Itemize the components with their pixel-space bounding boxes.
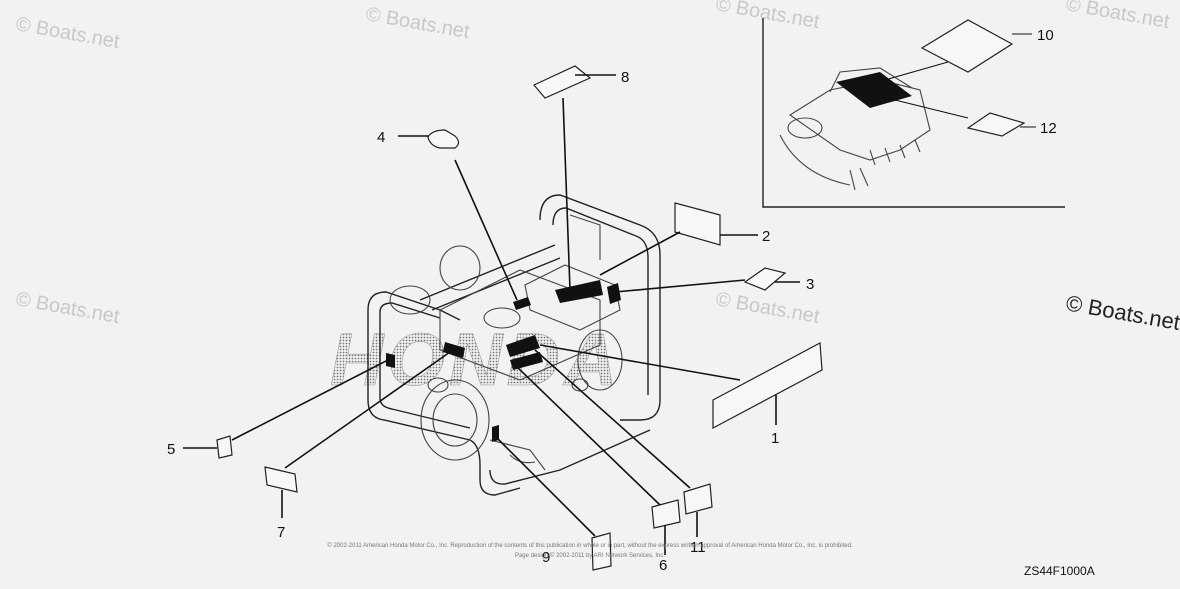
callout-12: 12 <box>1040 120 1057 137</box>
inset-fuel-cap <box>787 117 823 139</box>
copyright-line-2: Page design © 2002-2011 by ARI Network S… <box>515 552 665 559</box>
label-on-pump <box>510 352 543 370</box>
air-cleaner <box>439 245 481 291</box>
front-frame-inner <box>379 302 441 319</box>
callout-numbers: 8 4 2 3 1 5 7 9 6 11 10 12 <box>167 27 1057 574</box>
leader-3 <box>614 279 800 293</box>
leader-2 <box>599 231 758 276</box>
leader-12 <box>894 99 1036 128</box>
front-frame-left <box>367 310 471 441</box>
decal-2 <box>674 202 721 246</box>
muffler <box>389 285 431 315</box>
leader-5 <box>183 359 389 449</box>
fuel-tank <box>524 264 621 331</box>
decal-8 <box>533 65 592 99</box>
engine-fuel-cap <box>483 307 521 329</box>
label-on-pump <box>386 353 395 368</box>
leader-8 <box>562 74 616 291</box>
label-on-pump <box>506 335 540 357</box>
callout-2: 2 <box>762 228 770 245</box>
pump-housing <box>420 379 490 461</box>
base-rail <box>489 429 651 485</box>
watermark: © Boats.net <box>1064 0 1171 33</box>
diagram-code: ZS44F1000A <box>1024 564 1095 578</box>
rear-frame <box>539 194 661 421</box>
front-frame-bottom <box>469 439 521 496</box>
label-on-pump <box>607 283 621 304</box>
leader-lines <box>183 33 1036 555</box>
callout-5: 5 <box>167 441 175 458</box>
inset-lower-fins <box>849 167 869 191</box>
pump-impeller-cover <box>432 393 478 447</box>
leader-4 <box>398 135 518 301</box>
pump-outlet <box>427 377 449 393</box>
callout-11: 11 <box>690 539 706 556</box>
callout-9: 9 <box>542 549 550 566</box>
watermark: © Boats.net <box>714 288 821 328</box>
decal-7 <box>264 466 298 493</box>
label-on-pump <box>513 297 531 310</box>
decal-4 <box>427 129 460 149</box>
inset-border <box>762 18 1065 208</box>
leader-9 <box>496 437 596 537</box>
watermark: © Boats.net <box>1064 290 1180 335</box>
callout-8: 8 <box>621 69 629 86</box>
watermark: © Boats.net <box>714 0 821 33</box>
tank-side <box>569 214 601 260</box>
inset-label-block <box>836 72 912 108</box>
decal-3 <box>743 267 787 291</box>
inset-detail <box>762 18 1065 208</box>
leader-1 <box>539 344 777 425</box>
pump-base <box>489 439 546 471</box>
leader-7 <box>281 351 451 518</box>
copyright-block: © 2002-2011 American Honda Motor Co., In… <box>327 542 853 559</box>
engine-block <box>439 269 601 381</box>
callout-4: 4 <box>377 129 385 146</box>
label-on-pump <box>555 280 603 303</box>
decal-10 <box>920 19 1014 73</box>
decal-5 <box>216 435 233 459</box>
decal-11 <box>683 483 713 515</box>
callout-1: 1 <box>771 430 779 447</box>
leader-6 <box>514 364 666 555</box>
label-on-pump <box>443 342 465 358</box>
inset-cover-edge <box>829 67 913 93</box>
watermark: © Boats.net <box>14 13 121 53</box>
front-frame-inner-left <box>379 312 471 429</box>
leader-10 <box>884 33 1032 81</box>
rear-frame-inner <box>552 207 649 395</box>
decal-12 <box>966 112 1026 137</box>
decal-1 <box>712 342 823 429</box>
callout-7: 7 <box>277 524 285 541</box>
callout-10: 10 <box>1037 27 1054 44</box>
decals <box>216 65 823 571</box>
callout-3: 3 <box>806 276 814 293</box>
callout-6: 6 <box>659 557 667 574</box>
top-rails <box>419 244 561 311</box>
leader-11 <box>534 349 698 537</box>
decal-9 <box>591 532 612 571</box>
front-frame-top <box>367 291 461 321</box>
watermark: © Boats.net <box>364 3 471 43</box>
copyright-line-1: © 2002-2011 American Honda Motor Co., In… <box>327 542 853 549</box>
inset-fins <box>869 139 921 166</box>
decal-6 <box>651 499 681 529</box>
inset-engine-body <box>779 134 851 186</box>
watermark: © Boats.net <box>14 288 121 328</box>
